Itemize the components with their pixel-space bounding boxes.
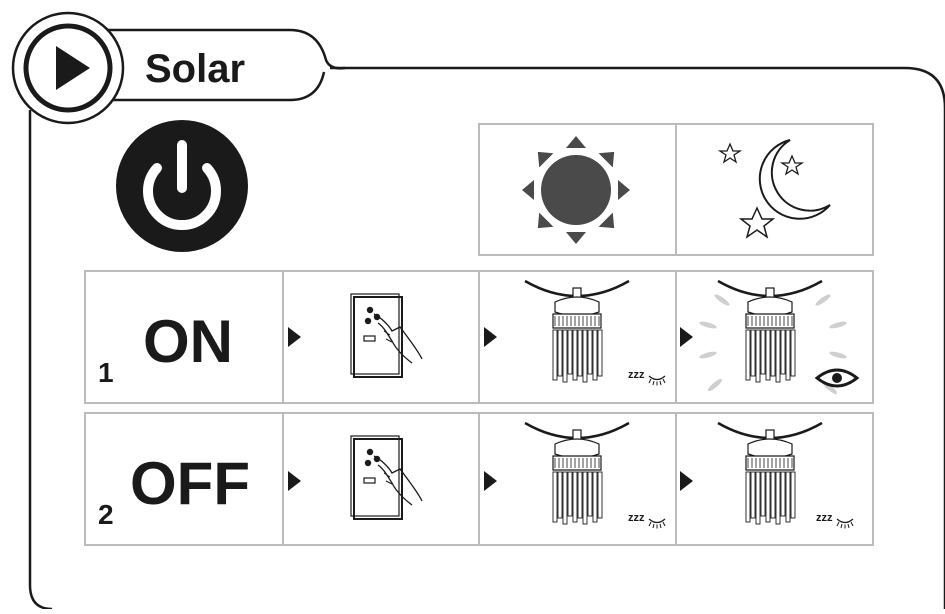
sleep-symbol: zzz xyxy=(628,512,645,524)
play-icon xyxy=(13,13,123,123)
step-number: 1 xyxy=(98,357,114,388)
step-row-on: 1 ON zzz xyxy=(85,271,873,403)
step-label: OFF xyxy=(130,450,250,517)
sleep-symbol: zzz xyxy=(628,369,645,381)
step-label: ON xyxy=(143,308,233,375)
power-icon xyxy=(116,120,248,252)
step-row-off: 2 OFF zzz zzz xyxy=(85,413,873,545)
page-title: Solar xyxy=(145,47,245,91)
sleep-symbol: zzz xyxy=(816,512,833,524)
eye-icon xyxy=(817,370,857,386)
step-number: 2 xyxy=(98,499,114,530)
